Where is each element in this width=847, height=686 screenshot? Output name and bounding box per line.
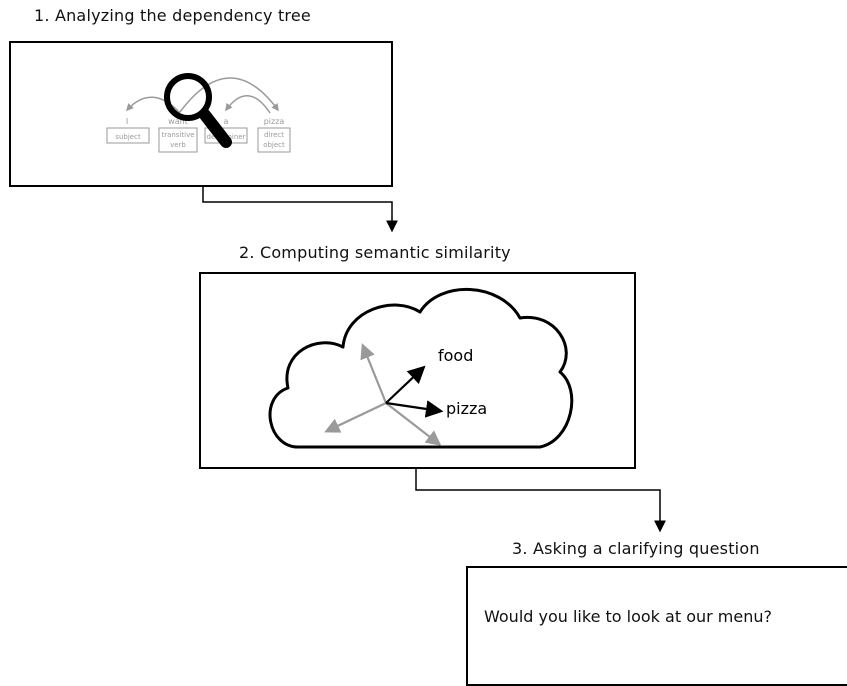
clarifying-question-text: Would you like to look at our menu?: [484, 607, 772, 626]
role-label: verb: [170, 141, 186, 149]
connector-arrow-1-to-2: [202, 187, 398, 233]
dependency-arc: [125, 96, 181, 114]
role-box: [158, 127, 198, 153]
step-2-title: 2. Computing semantic similarity: [239, 243, 511, 262]
dependency-word: want: [168, 117, 188, 126]
vector-label-pizza: pizza: [446, 399, 487, 418]
vector-grey: [360, 343, 388, 404]
role-box: [257, 127, 291, 153]
diagram-graphics: I want a pizza subject transitive verb d…: [106, 73, 666, 533]
semantic-vectors: food pizza: [324, 343, 487, 446]
vector-pizza: [385, 400, 444, 418]
role-label: subject: [115, 133, 141, 141]
vector-label-food: food: [438, 346, 473, 365]
connector-arrow-2-to-3: [415, 469, 666, 533]
dependency-arc: [179, 77, 279, 113]
step-3-title: 3. Asking a clarifying question: [512, 539, 760, 558]
dependency-word: a: [224, 117, 229, 126]
role-label: transitive: [161, 131, 194, 139]
role-label: object: [263, 141, 285, 149]
magnifying-glass-icon: [164, 73, 232, 148]
step-1-title: 1. Analyzing the dependency tree: [34, 6, 311, 25]
role-label: direct: [264, 131, 284, 139]
dependency-arc: [225, 95, 271, 114]
vector-grey: [385, 402, 442, 446]
dependency-word: I: [126, 117, 128, 126]
vector-food: [385, 365, 426, 404]
vector-grey: [324, 402, 387, 433]
dependency-word: pizza: [264, 117, 285, 126]
role-box: [106, 127, 150, 144]
cloud-icon: [268, 288, 574, 449]
